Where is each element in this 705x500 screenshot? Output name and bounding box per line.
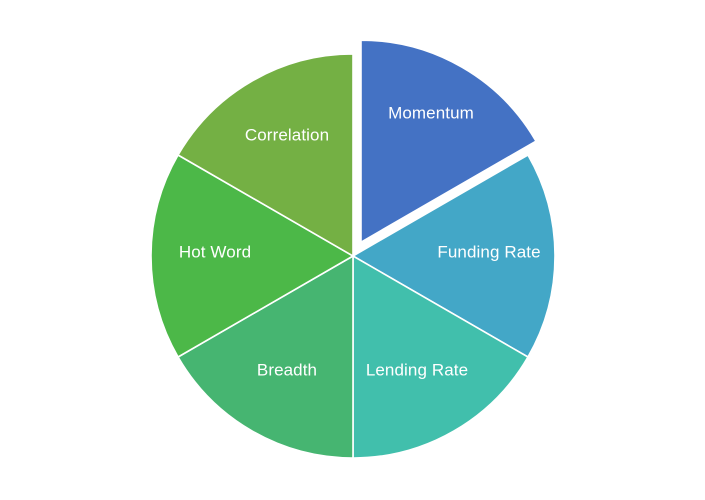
pie-slice-lending-rate[interactable] [352, 255, 529, 459]
pie-slice-momentum[interactable] [360, 39, 537, 243]
pie-slice-label-funding-rate: Funding Rate [437, 242, 540, 261]
pie-slices-group [150, 39, 556, 459]
pie-slice-label-momentum: Momentum [388, 103, 474, 122]
pie-slice-label-lending-rate: Lending Rate [366, 360, 468, 379]
pie-slice-hot-word[interactable] [150, 154, 354, 358]
pie-slice-breadth[interactable] [177, 255, 354, 459]
pie-slice-funding-rate[interactable] [352, 154, 556, 358]
pie-slice-correlation[interactable] [177, 53, 354, 257]
pie-slice-label-breadth: Breadth [257, 360, 317, 379]
pie-slice-label-hot-word: Hot Word [179, 242, 251, 261]
pie-slice-label-correlation: Correlation [245, 125, 329, 144]
